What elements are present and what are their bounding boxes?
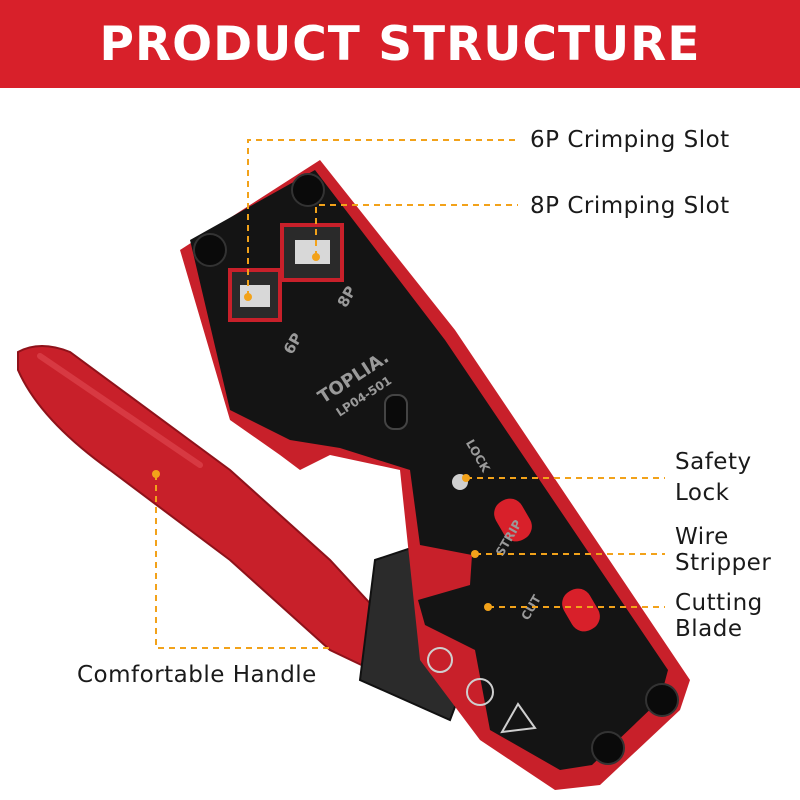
callout-wire-stripper: Wire Stripper bbox=[675, 524, 771, 576]
crimp-slot-8p bbox=[280, 223, 344, 282]
page-title: PRODUCT STRUCTURE bbox=[99, 16, 701, 72]
screws bbox=[193, 173, 679, 765]
crimp-slot-6p bbox=[228, 268, 282, 322]
warning-triangle-icon bbox=[500, 702, 537, 734]
title-banner: PRODUCT STRUCTURE bbox=[0, 0, 800, 88]
strip-slot bbox=[494, 498, 532, 542]
callout-cutting-blade-line2: Blade bbox=[675, 616, 743, 642]
leader-dots bbox=[152, 253, 492, 611]
wire-icon bbox=[427, 647, 453, 673]
lock-slider bbox=[384, 394, 408, 430]
callout-wire-stripper-line2: Stripper bbox=[675, 550, 772, 576]
leader-lines bbox=[155, 139, 665, 649]
callout-cutting-blade: Cutting Blade bbox=[675, 590, 763, 642]
callout-safety-lock-line1: Safety bbox=[675, 449, 752, 475]
callout-cutting-blade-line1: Cutting bbox=[675, 590, 763, 616]
callout-wire-stripper-line1: Wire bbox=[675, 524, 729, 550]
callout-6p-crimping-slot: 6P Crimping Slot bbox=[530, 127, 730, 153]
callout-8p-crimping-slot: 8P Crimping Slot bbox=[530, 193, 730, 219]
tool-body bbox=[190, 170, 668, 770]
cut-slot bbox=[562, 588, 600, 632]
callout-safety-lock: Safety Lock bbox=[675, 449, 752, 506]
warning-circle-icon bbox=[466, 678, 494, 706]
handle bbox=[17, 345, 392, 672]
callout-comfortable-handle: Comfortable Handle bbox=[77, 662, 317, 688]
callout-safety-lock-line2: Lock bbox=[675, 480, 730, 506]
